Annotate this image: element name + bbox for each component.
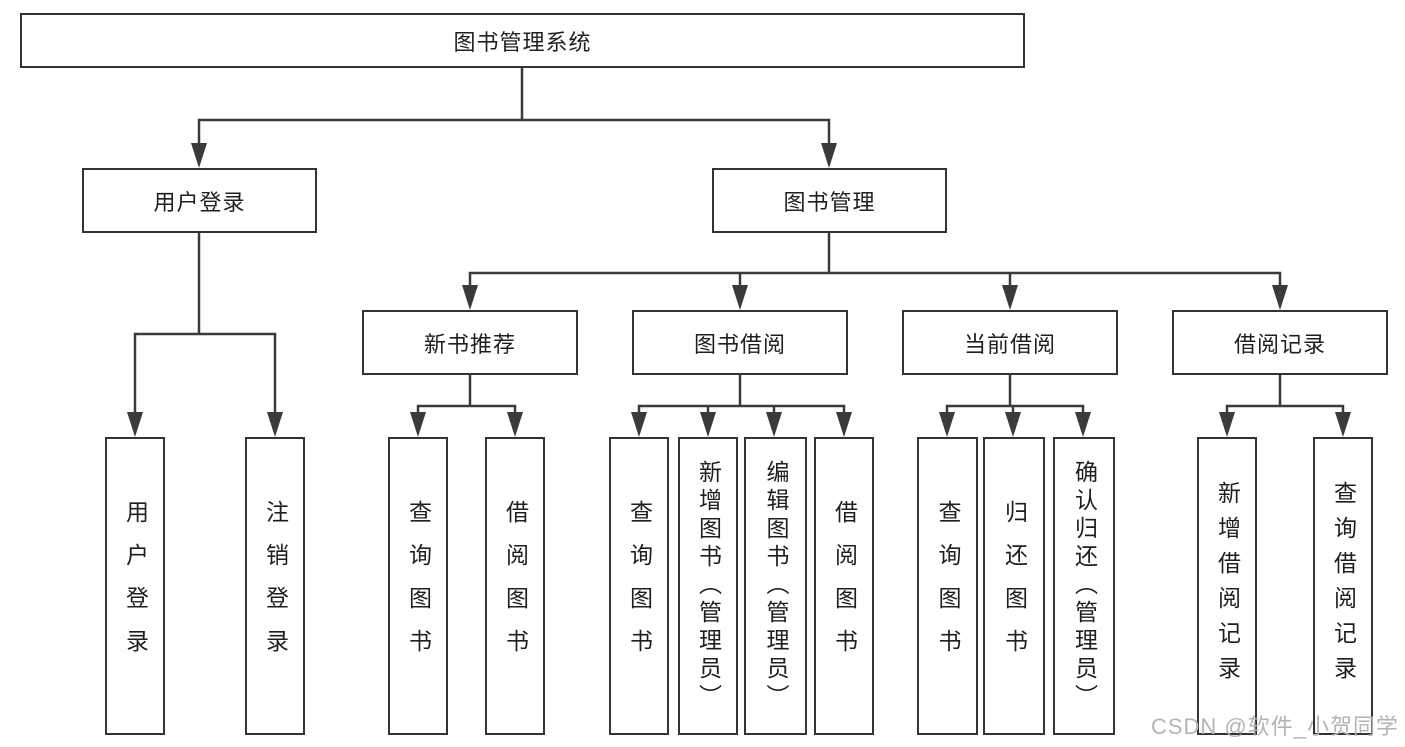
node-borrow-records-label: 借阅记录 <box>1233 331 1326 357</box>
leaf-cb-return-books: 归还图书 <box>983 437 1045 735</box>
leaf-bb-edit-books-admin-label: 编辑图书（管理员） <box>763 460 789 712</box>
leaf-br-add-record-label: 新增借阅记录 <box>1214 481 1241 691</box>
leaf-bb-edit-books-admin: 编辑图书（管理员） <box>744 437 807 735</box>
leaf-nb-query-books: 查询图书 <box>388 437 448 735</box>
leaf-cb-confirm-return-admin-label: 确认归还（管理员） <box>1071 460 1098 712</box>
node-new-book-recommend: 新书推荐 <box>362 310 578 375</box>
leaf-cb-query-books-label: 查询图书 <box>935 500 961 672</box>
leaf-cb-return-books-label: 归还图书 <box>1001 500 1028 672</box>
leaf-br-query-record-label: 查询借阅记录 <box>1330 481 1357 691</box>
node-book-management: 图书管理 <box>712 168 947 233</box>
leaf-bb-query-books: 查询图书 <box>609 437 669 735</box>
leaf-bb-add-books-admin: 新增图书（管理员） <box>678 437 738 735</box>
leaf-bb-borrow-books: 借阅图书 <box>814 437 874 735</box>
leaf-cb-query-books: 查询图书 <box>917 437 978 735</box>
leaf-bb-add-books-admin-label: 新增图书（管理员） <box>695 460 722 712</box>
leaf-logout-label: 注销登录 <box>262 500 289 672</box>
leaf-user-login-label: 用户登录 <box>122 500 149 672</box>
leaf-bb-query-books-label: 查询图书 <box>626 500 653 672</box>
leaf-br-add-record: 新增借阅记录 <box>1197 437 1257 735</box>
node-new-book-recommend-label: 新书推荐 <box>423 331 516 357</box>
node-user-login-module: 用户登录 <box>82 168 317 233</box>
leaf-nb-borrow-books: 借阅图书 <box>485 437 545 735</box>
leaf-bb-borrow-books-label: 借阅图书 <box>831 500 858 672</box>
node-book-management-label: 图书管理 <box>783 189 876 215</box>
node-current-borrow-label: 当前借阅 <box>963 331 1056 357</box>
leaf-cb-confirm-return-admin: 确认归还（管理员） <box>1053 437 1115 735</box>
node-root-label: 图书管理系统 <box>453 29 592 55</box>
leaf-nb-query-books-label: 查询图书 <box>405 500 432 672</box>
leaf-logout: 注销登录 <box>245 437 305 735</box>
node-borrow-records: 借阅记录 <box>1172 310 1388 375</box>
node-user-login-module-label: 用户登录 <box>153 189 246 215</box>
leaf-user-login: 用户登录 <box>105 437 165 735</box>
leaf-br-query-record: 查询借阅记录 <box>1313 437 1373 735</box>
node-root-system: 图书管理系统 <box>20 13 1025 68</box>
leaf-nb-borrow-books-label: 借阅图书 <box>502 500 529 672</box>
node-book-borrow-label: 图书借阅 <box>693 331 786 357</box>
node-book-borrow: 图书借阅 <box>632 310 848 375</box>
node-current-borrow: 当前借阅 <box>902 310 1118 375</box>
csdn-watermark: CSDN @软件_小贺同学 <box>1150 714 1399 739</box>
